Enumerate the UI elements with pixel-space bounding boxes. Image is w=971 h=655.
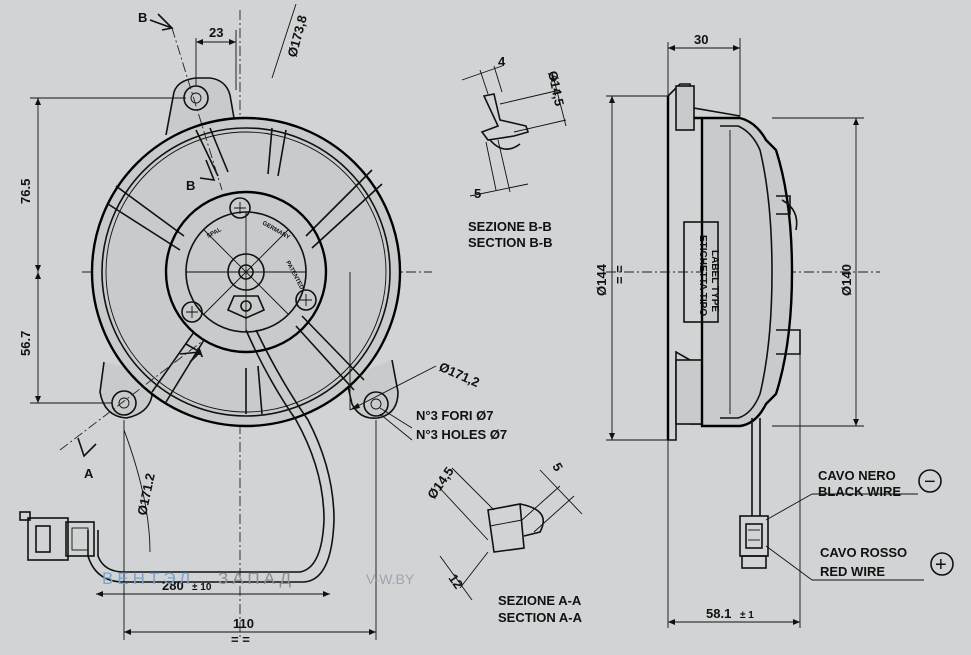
red-wire-symbol (930, 552, 954, 576)
dim-hole-span: 110 (233, 616, 254, 631)
motor-shaft (238, 264, 254, 280)
dim-side-depth: 58.1 (706, 606, 731, 621)
terminal-hole (240, 300, 252, 312)
section-bb-title-en: SECTION B-B (468, 235, 553, 250)
terminal-block (226, 295, 266, 319)
holes-note-it: N°3 FORI Ø7 (416, 408, 493, 423)
section-b-top-mark: B (138, 10, 147, 25)
section-aa-dim-a: Ø14,5 (424, 464, 457, 502)
dim-lower-height: 56.7 (18, 331, 33, 356)
watermark-brand-a: ВЕНТЭЛ (102, 569, 194, 588)
side-connector (739, 515, 769, 557)
side-bottom-ear (675, 359, 703, 425)
section-bb-dim-a: 4 (498, 54, 506, 69)
dim-hole-pcd-right: Ø171,2 (437, 359, 482, 390)
top-mount-hole-inner (190, 92, 202, 104)
label-line-2: LABEL TYPE (709, 250, 720, 312)
watermark: ВЕНТЭЛ ЗАПАД V-W.BY (102, 569, 415, 588)
section-bb-title-it: SEZIONE B-B (468, 219, 552, 234)
watermark-site: V-W.BY (366, 571, 415, 587)
wire-red-en: RED WIRE (820, 564, 885, 579)
right-mount-hole (363, 391, 389, 417)
section-a-top-mark: A (194, 345, 204, 360)
hub-screw-left (181, 301, 203, 323)
right-mount-hole-inner (370, 398, 382, 410)
section-bb-profile (480, 93, 530, 141)
holes-note-en: N°3 HOLES Ø7 (416, 427, 507, 442)
section-aa-title-it: SEZIONE A-A (498, 593, 582, 608)
black-wire-symbol (918, 469, 942, 493)
dim-motor-diameter-sym: = = (612, 265, 627, 284)
section-a-bottom-mark: A (84, 466, 94, 481)
side-view-dimensions: 30 Ø144 = = Ø140 58.1 ± 1 CAVO NERO BLAC… (594, 32, 954, 628)
wire-black-it: CAVO NERO (818, 468, 896, 483)
lead-wire-b (87, 329, 335, 583)
dim-upper-height: 76.5 (18, 179, 33, 204)
section-aa-dim-b: 5 (549, 460, 566, 474)
black-wire-minus: − (924, 471, 936, 493)
wire-black-en: BLACK WIRE (818, 484, 901, 499)
dim-housing-diameter: Ø140 (839, 264, 854, 296)
red-wire-plus: + (935, 554, 947, 576)
hub-screw-right (295, 289, 317, 311)
lead-wire-a (97, 329, 325, 573)
motor-housing (164, 190, 328, 354)
dim-hole-pcd-left: Ø171.2 (134, 472, 158, 517)
section-bb: 4 Ø14,5 5 SEZIONE B-B SECTION B-B (461, 54, 567, 250)
dim-motor-diameter: Ø144 (594, 263, 609, 296)
section-aa-profile (487, 503, 525, 553)
label-line-1: ETICHETTA TIPO (697, 235, 708, 316)
dim-lead-tolerance: ± 10 (192, 582, 212, 593)
left-mount-hole-inner (118, 397, 130, 409)
front-view: SPAL PATENTED GERMANY (19, 10, 432, 640)
hub-ribs (186, 212, 306, 332)
section-b-bottom-mark: B (186, 178, 195, 193)
label-plate (683, 221, 719, 323)
dim-shroud-diameter: Ø173,8 (284, 14, 310, 59)
dim-mount-offset: 23 (209, 25, 223, 40)
dim-side-width: 30 (694, 32, 708, 47)
section-aa-title-en: SECTION A-A (498, 610, 583, 625)
hub-screw-top (229, 197, 251, 219)
watermark-brand-b: ЗАПАД (218, 569, 295, 588)
section-aa-dim-c: 12 (446, 571, 467, 591)
support-spokes (107, 127, 383, 415)
section-bb-dim-b: Ø14,5 (545, 70, 567, 108)
section-aa: Ø14,5 5 12 SEZIONE A-A SECTION A-A (424, 460, 582, 625)
side-top-ear (675, 85, 695, 131)
dim-lead-length: 280 (162, 578, 184, 593)
motor-shaft-boss (227, 253, 265, 291)
shroud-inner-ring (101, 127, 391, 417)
wire-red-it: CAVO ROSSO (820, 545, 907, 560)
wire-connector-plug (19, 511, 95, 561)
dim-side-depth-tol: ± 1 (740, 610, 754, 621)
section-bb-dim-c: 5 (474, 186, 481, 201)
dim-hole-span-sym: = = (231, 632, 250, 647)
side-view: ETICHETTA TIPO LABEL TYPE (606, 83, 880, 569)
